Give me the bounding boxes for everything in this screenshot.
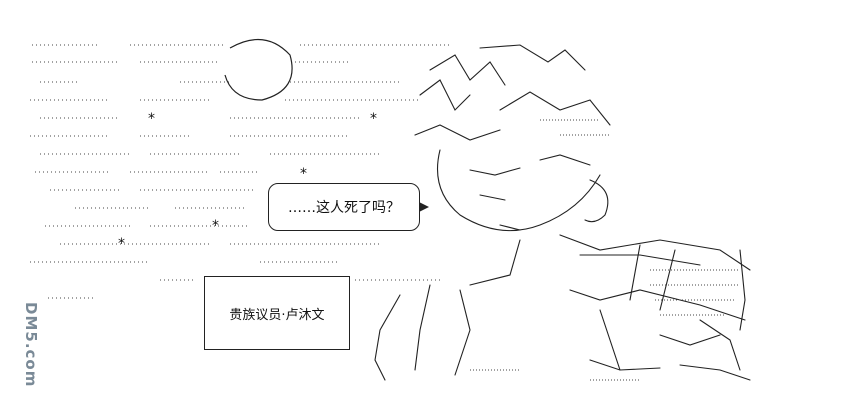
moon-outline (224, 38, 293, 101)
site-watermark-logo: DM5.com (8, 290, 40, 400)
star-marks: * * * * * (118, 111, 377, 252)
character-name-text: 贵族议员·卢沐文 (229, 307, 325, 323)
svg-text:*: * (148, 111, 155, 127)
svg-text:*: * (212, 218, 219, 234)
ascii-character-figure (374, 44, 751, 381)
speech-bubble: ……这人死了吗？ (268, 183, 429, 231)
svg-text:*: * (370, 111, 377, 127)
figure-hatching (470, 119, 740, 381)
dotted-background-left (30, 44, 450, 299)
svg-text:*: * (118, 236, 125, 252)
speech-bubble-text: ……这人死了吗？ (288, 200, 400, 216)
character-name-box: 贵族议员·卢沐文 (204, 276, 350, 350)
watermark-text: DM5.com (22, 302, 40, 388)
svg-text:*: * (300, 166, 307, 182)
